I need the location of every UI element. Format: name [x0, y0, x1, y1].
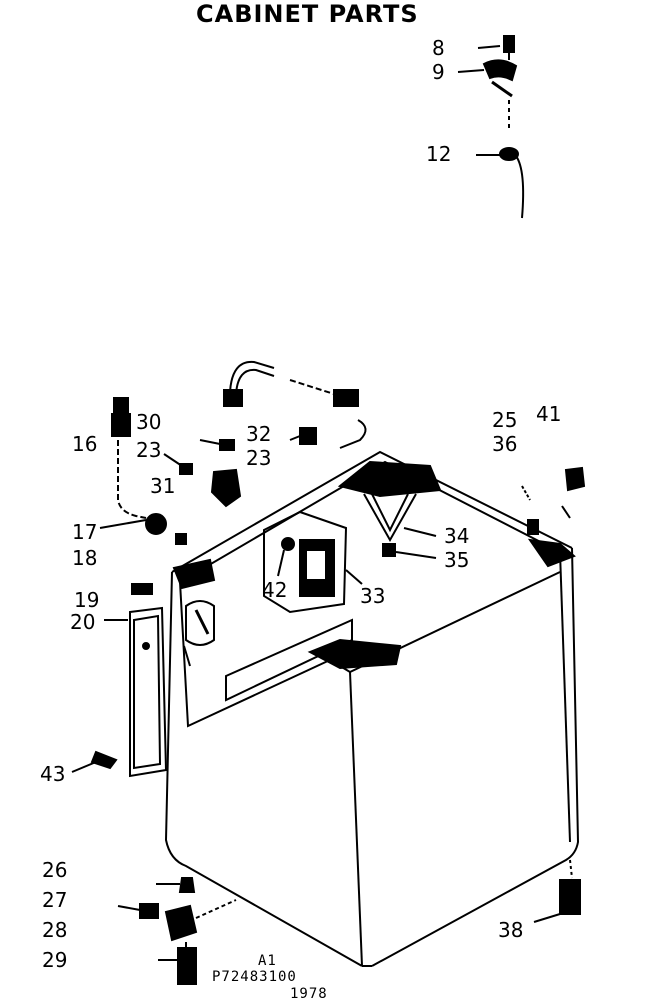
label-27: 27: [42, 888, 68, 912]
label-26: 26: [42, 858, 68, 882]
part-20-panel: [129, 606, 168, 778]
label-42: 42: [262, 578, 288, 602]
label-38: 38: [498, 918, 524, 942]
part-17-coupling: [145, 513, 187, 545]
part-30-cap: [111, 397, 131, 437]
label-8: 8: [432, 36, 445, 60]
label-28: 28: [42, 918, 68, 942]
label-16: 16: [72, 432, 98, 456]
part-43-screw: [90, 750, 118, 770]
label-29: 29: [42, 948, 68, 972]
label-18: 18: [72, 546, 98, 570]
label-31: 31: [150, 474, 176, 498]
part-8-screw: [503, 35, 515, 60]
part-19-screw: [131, 583, 153, 595]
label-43: 43: [40, 762, 66, 786]
diagram-title: CABINET PARTS: [196, 0, 419, 28]
leader-34: [403, 527, 437, 537]
part-hose: [223, 360, 367, 449]
part-number: P72483100: [212, 969, 297, 985]
diagram-code: A1: [258, 953, 277, 969]
cabinet-body: [164, 450, 580, 967]
label-36: 36: [492, 432, 518, 456]
label-12: 12: [426, 142, 452, 166]
label-17: 17: [72, 520, 98, 544]
leader-43: [71, 761, 97, 773]
label-23: 23: [136, 438, 162, 462]
part-29-leg: [177, 942, 197, 985]
part-9-clamp: [482, 59, 518, 98]
diagram-year: 1978: [290, 986, 328, 1002]
part-26-nut: [178, 877, 196, 893]
leader-17: [99, 519, 147, 529]
part-31-clip: [210, 468, 242, 508]
part-23-screw: [163, 453, 193, 475]
part-25-36-screw: [521, 485, 539, 535]
part-pump-mechanism: [183, 600, 215, 667]
label-33: 33: [360, 584, 386, 608]
part-33-switch: [263, 510, 348, 614]
leader-38: [533, 913, 561, 923]
label-30: 30: [136, 410, 162, 434]
label-20: 20: [70, 610, 96, 634]
part-12-grommet: [499, 147, 525, 219]
label-32: 32: [246, 422, 272, 446]
leader-9: [457, 69, 485, 73]
leader-27: [117, 905, 141, 911]
label-23-b: 23: [246, 446, 272, 470]
leader-33: [345, 569, 363, 585]
leader-35: [395, 551, 437, 559]
part-38-foot: [559, 879, 581, 915]
label-9: 9: [432, 60, 445, 84]
label-41: 41: [536, 402, 562, 426]
leader-32: [199, 439, 221, 445]
label-25: 25: [492, 408, 518, 432]
part-28-bracket: [164, 899, 237, 942]
label-34: 34: [444, 524, 470, 548]
part-16-hose: [117, 440, 147, 519]
label-35: 35: [444, 548, 470, 572]
part-34-springs: [363, 493, 417, 557]
part-32-valve: [219, 427, 317, 451]
part-41-grommet: [561, 466, 586, 519]
part-27-bolt: [139, 903, 159, 919]
label-19: 19: [74, 588, 100, 612]
leader-8: [477, 45, 501, 49]
leader-42: [277, 549, 285, 577]
